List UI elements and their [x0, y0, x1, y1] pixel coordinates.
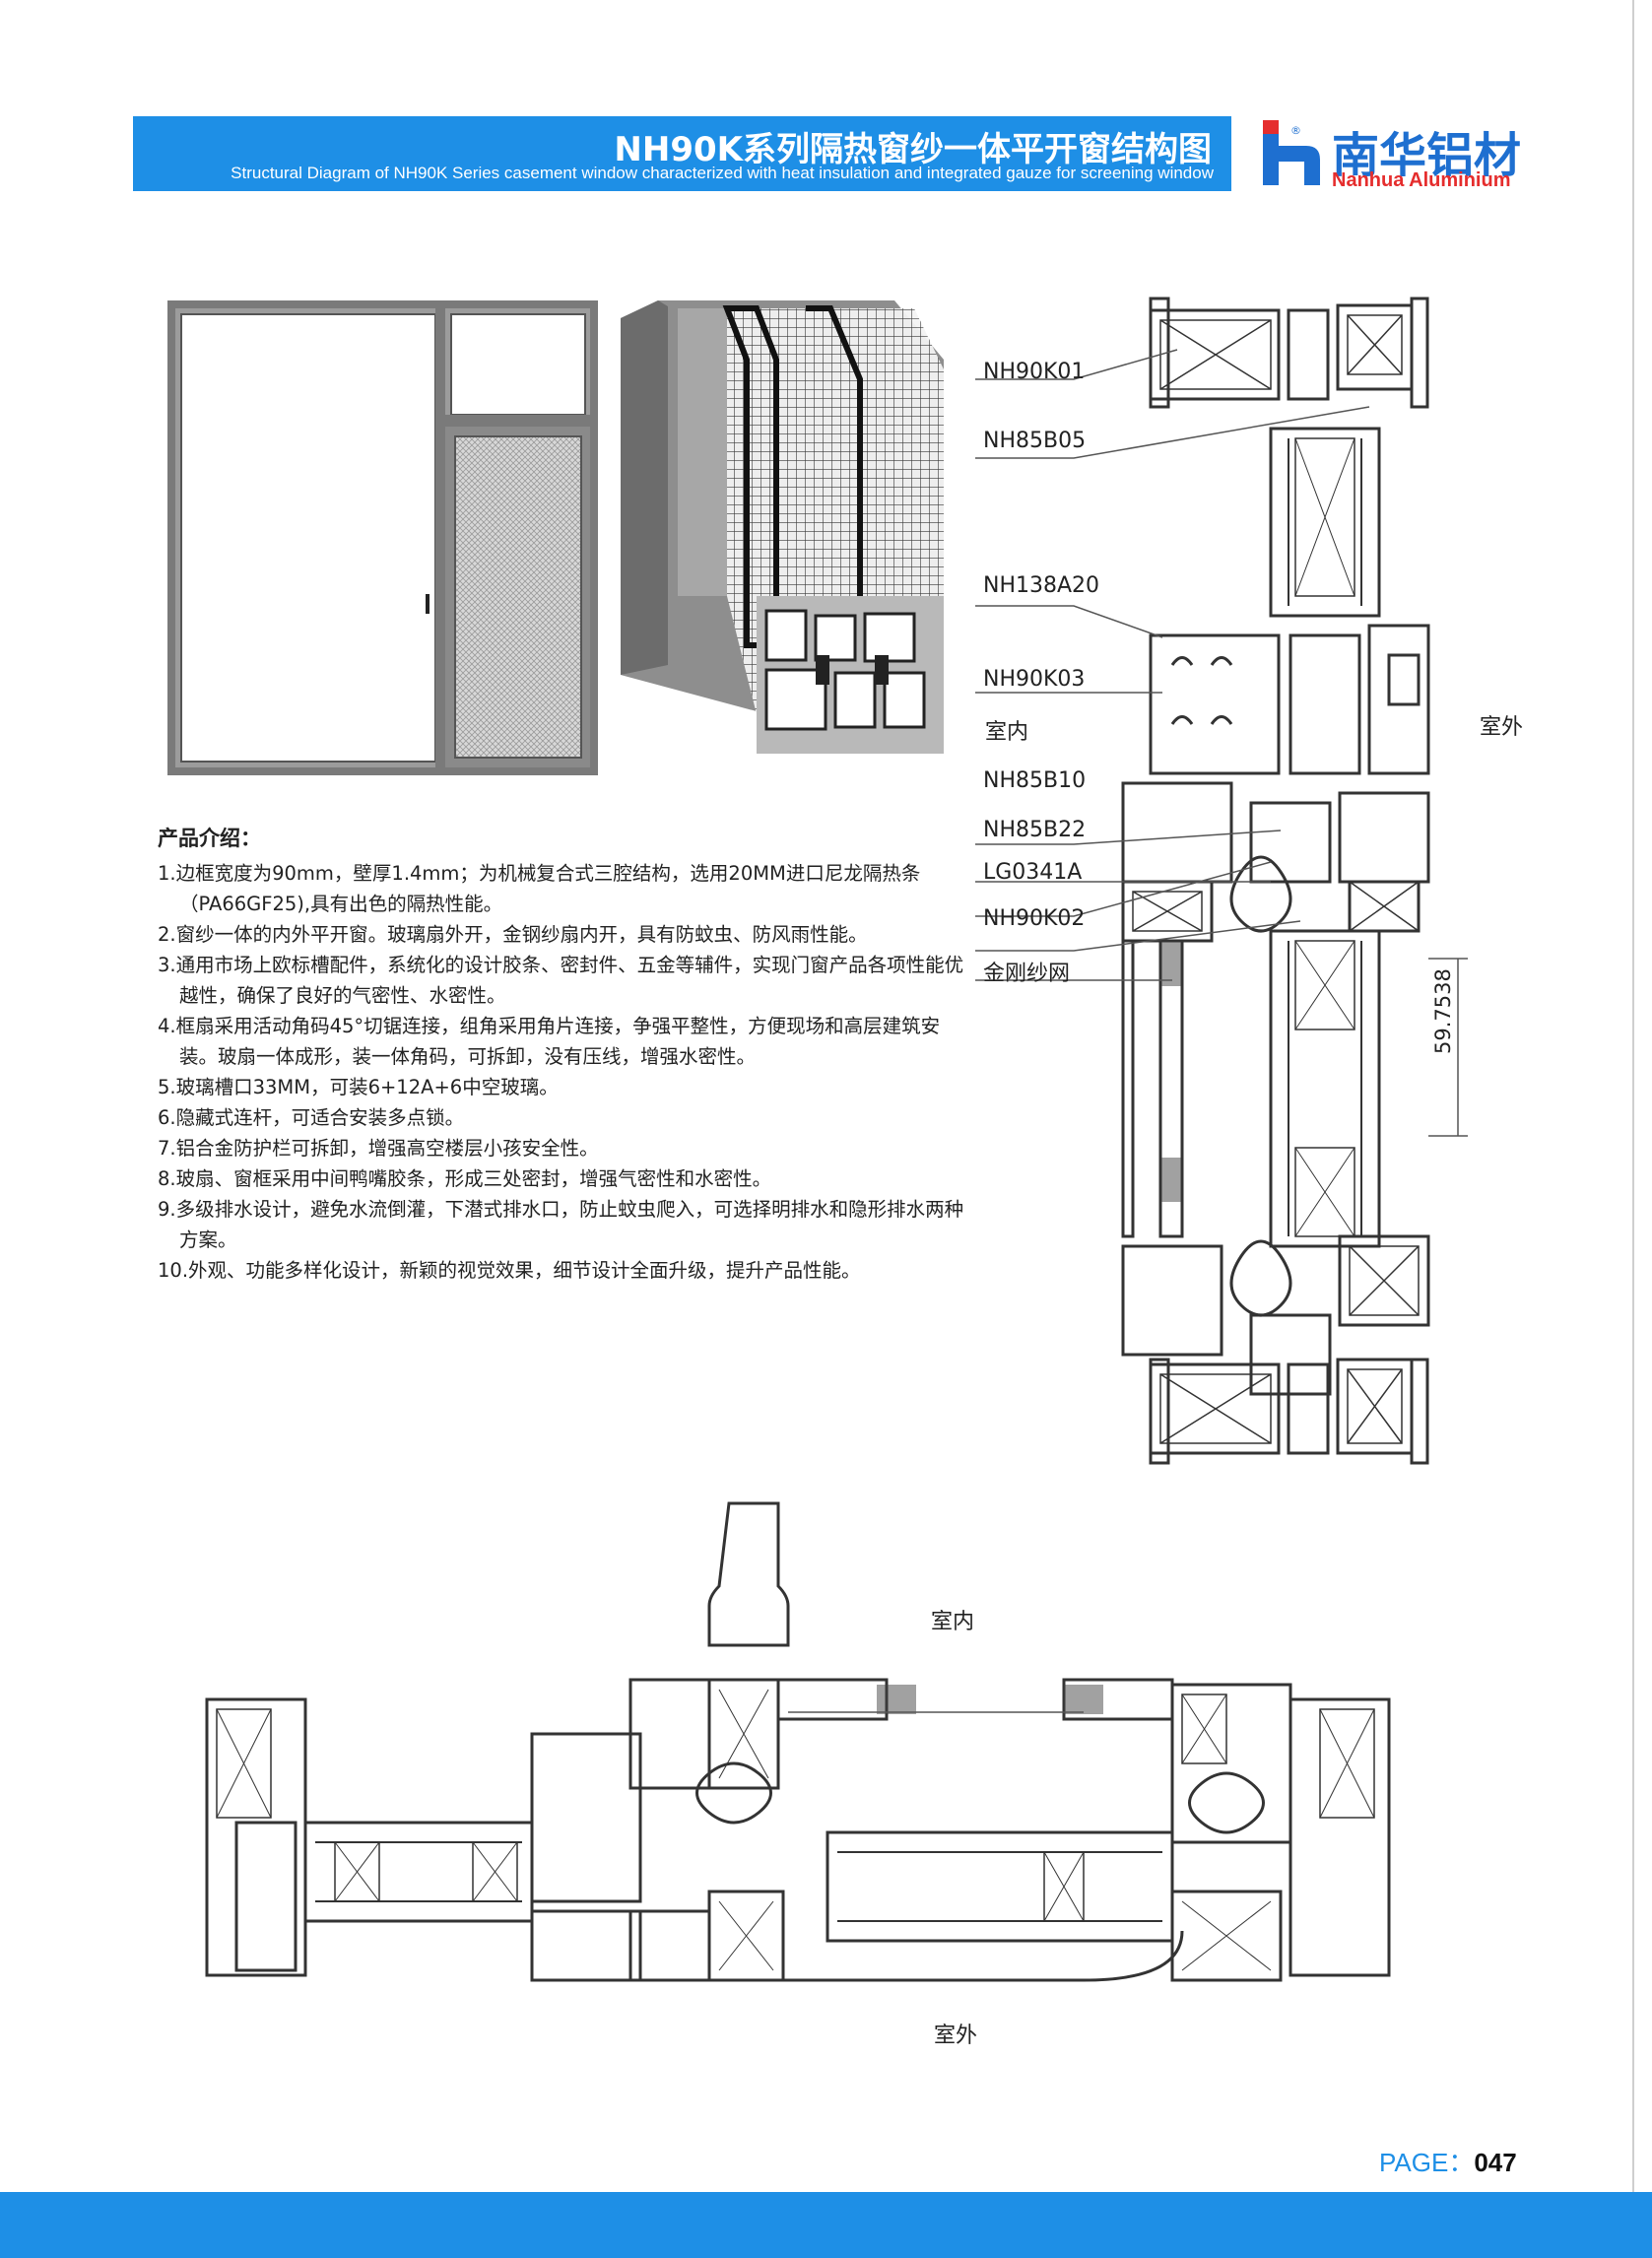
- label-nh85b10: NH85B10: [983, 768, 1087, 793]
- label-nh138a20: NH138A20: [983, 573, 1100, 598]
- page-number-value: 047: [1474, 2148, 1517, 2177]
- brand-logo: ® 南华铝材 Nanhua Aluminium: [1261, 116, 1547, 195]
- page-label: PAGE：: [1379, 2148, 1475, 2177]
- label-nh90k02: NH90K02: [983, 906, 1086, 931]
- registered-mark: ®: [1290, 124, 1301, 137]
- page-border: [1632, 0, 1634, 2258]
- logo-mark-icon: ®: [1263, 120, 1320, 185]
- profile-corner-image: [621, 300, 944, 754]
- label-horizontal-outdoor: 室外: [934, 2024, 978, 2048]
- page-number: PAGE：047: [1379, 2143, 1517, 2179]
- label-horizontal-indoor: 室内: [931, 1610, 975, 1634]
- label-nh90k01: NH90K01: [983, 360, 1086, 384]
- intro-item: 7.铝合金防护栏可拆卸，增强高空楼层小孩安全性。: [158, 1137, 599, 1160]
- dimension-label: 59.7538: [1431, 968, 1455, 1054]
- intro-item: 8.玻扇、窗框采用中间鸭嘴胶条，形成三处密封，增强气密性和水密性。: [158, 1167, 772, 1190]
- label-lg0341a: LG0341A: [983, 860, 1083, 885]
- label-nh90k03: NH90K03: [983, 667, 1086, 692]
- label-outdoor: 室外: [1480, 715, 1524, 740]
- intro-item: 2.窗纱一体的内外平开窗。玻璃扇外开，金钢纱扇内开，具有防蚊虫、防风雨性能。: [158, 923, 868, 946]
- label-nh85b05: NH85B05: [983, 429, 1087, 453]
- label-indoor: 室内: [985, 720, 1029, 745]
- header-banner: NH90K系列隔热窗纱一体平开窗结构图 Structural Diagram o…: [133, 116, 1231, 191]
- logo-chinese-name: 南华铝材: [1332, 128, 1522, 183]
- vertical-section-diagram: [975, 297, 1468, 1465]
- intro-title: 产品介绍：: [158, 827, 261, 850]
- page-title: NH90K系列隔热窗纱一体平开窗结构图: [614, 130, 1212, 169]
- intro-item: 4.框扇采用活动角码45°切锯连接，组角采用角片连接，争强平整性，方便现场和高层…: [158, 1015, 941, 1068]
- label-nh85b22: NH85B22: [983, 818, 1087, 842]
- intro-item: 9.多级排水设计，避免水流倒灌，下潜式排水口，防止蚊虫爬入，可选择明排水和隐形排…: [158, 1198, 964, 1251]
- intro-item: 6.隐藏式连杆，可适合安装多点锁。: [158, 1106, 465, 1129]
- horizontal-section-diagram: [205, 1501, 1391, 1982]
- logo-english-name: Nanhua Aluminium: [1332, 169, 1511, 191]
- intro-item: 10.外观、功能多样化设计，新颖的视觉效果，细节设计全面升级，提升产品性能。: [158, 1259, 861, 1282]
- intro-item: 1.边框宽度为90mm，壁厚1.4mm；为机械复合式三腔结构，选用20MM进口尼…: [158, 862, 921, 915]
- footer-bar: [0, 2192, 1652, 2258]
- window-elevation-image: [167, 300, 598, 775]
- product-intro: 产品介绍： 1.边框宽度为90mm，壁厚1.4mm；为机械复合式三腔结构，选用2…: [158, 823, 965, 1286]
- page-subtitle: Structural Diagram of NH90K Series casem…: [231, 164, 1214, 182]
- label-screen-mesh: 金刚纱网: [983, 962, 1071, 986]
- intro-item: 5.玻璃槽口33MM，可装6+12A+6中空玻璃。: [158, 1076, 559, 1098]
- intro-item: 3.通用市场上欧标槽配件，系统化的设计胶条、密封件、五金等辅件，实现门窗产品各项…: [158, 954, 964, 1007]
